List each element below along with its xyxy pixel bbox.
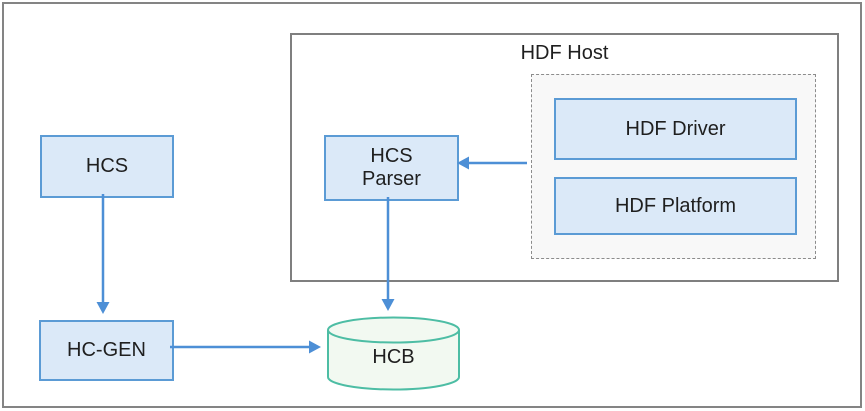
- node-hdf-platform: HDF Platform: [554, 177, 797, 235]
- node-hcb-cylinder: HCB: [327, 316, 460, 391]
- node-hc-gen: HC-GEN: [39, 320, 174, 381]
- hc-gen-label: HC-GEN: [67, 339, 146, 361]
- node-hdf-driver: HDF Driver: [554, 98, 797, 160]
- hcs-label: HCS: [85, 155, 129, 177]
- hdf-driver-label: HDF Driver: [625, 117, 726, 140]
- hdf-host-dashed-group: HDF Driver HDF Platform: [531, 74, 816, 259]
- node-hcs: HCS: [40, 135, 174, 198]
- hcs-parser-label: HCS Parser: [362, 145, 421, 190]
- hdf-host-title: HDF Host: [520, 42, 609, 64]
- hcb-label: HCB: [372, 346, 415, 368]
- node-hcs-parser: HCS Parser: [324, 135, 459, 201]
- cylinder-shape-icon: [327, 316, 460, 391]
- hdf-platform-label: HDF Platform: [614, 194, 737, 217]
- hdf-host-container: HDF Host HDF Driver HDF Platform: [290, 33, 839, 282]
